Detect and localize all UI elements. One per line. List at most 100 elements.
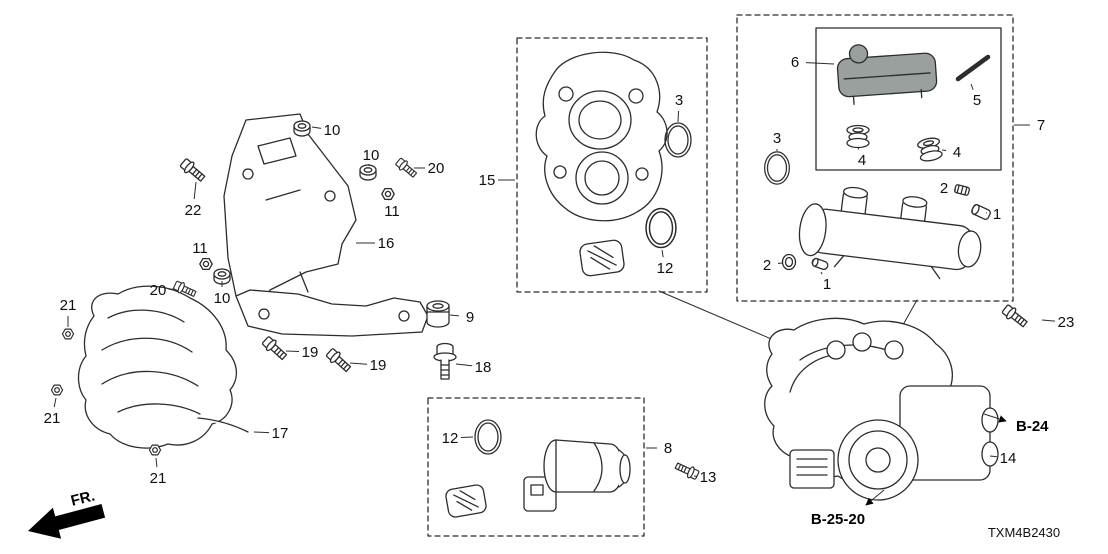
callout-leader-10-0: [311, 126, 322, 129]
nut-21-c: [148, 444, 162, 456]
callout-18-12: 18: [475, 359, 492, 376]
callout-leader-1-29: [820, 271, 823, 275]
callout-21-14: 21: [44, 410, 61, 427]
bolt-19-a: [260, 334, 290, 363]
mount-bracket-16: [223, 113, 429, 337]
callout-11-4: 11: [384, 203, 400, 220]
callout-5-21: 5: [973, 92, 981, 109]
pin-5: [955, 54, 991, 82]
grommet-10-b: [359, 164, 377, 181]
nut-11-b: [199, 257, 213, 271]
callout-2-26: 2: [940, 180, 948, 197]
callout-1-29: 1: [823, 276, 831, 293]
fr-label: FR.: [69, 487, 97, 509]
piston-1-lower: [811, 257, 829, 271]
callout-7-24: 7: [1037, 117, 1045, 134]
grommet-10-a: [293, 120, 311, 137]
plug-2-right: [954, 184, 970, 196]
callout-leader-3-18: [677, 110, 679, 123]
callout-leader-4-22: [857, 146, 860, 150]
callout-leader-17-15: [253, 431, 270, 434]
callout-12-19: 12: [657, 260, 674, 277]
callout-10-8: 10: [214, 290, 231, 307]
callout-22-1: 22: [185, 202, 202, 219]
callout-21-16: 21: [150, 470, 167, 487]
callout-10-2: 10: [363, 147, 380, 164]
callout-14-31: 14: [1000, 450, 1017, 467]
o-ring-12-b: [474, 419, 502, 455]
callout-2-28: 2: [763, 257, 771, 274]
callout-19-10: 19: [302, 344, 319, 361]
modulator-assembly-14: [764, 317, 999, 501]
callout-leader-5-21: [970, 83, 974, 90]
callout-3-25: 3: [773, 130, 781, 147]
bolt-23: [1000, 302, 1030, 330]
callout-19-11: 19: [370, 357, 387, 374]
callout-16-5: 16: [378, 235, 395, 252]
ref-b2520-arrow-icon: [865, 489, 885, 506]
bolt-19-b: [324, 346, 354, 375]
callout-15-17: 15: [479, 172, 496, 189]
valve-1-right: [971, 204, 991, 220]
callout-leader-21-14: [53, 397, 57, 408]
callout-8-32: 8: [664, 440, 672, 457]
leader-housing-to-modulator: [658, 290, 777, 342]
callout-leader-18-12: [455, 363, 473, 367]
callout-1-27: 1: [993, 206, 1001, 223]
master-cylinder: [798, 186, 982, 280]
diagram-code: TXM4B2430: [988, 525, 1060, 540]
callout-17-15: 17: [272, 425, 289, 442]
callout-leader-19-10: [285, 350, 300, 353]
callout-leader-14-31: [989, 455, 998, 458]
callout-20-3: 20: [428, 160, 445, 177]
callout-10-0: 10: [324, 122, 341, 139]
callout-leader-21-16: [155, 457, 158, 468]
ref-b24-arrow-icon: [983, 413, 1007, 423]
fr-direction-arrow-icon: FR.: [28, 487, 106, 539]
callout-leader-12-19: [661, 249, 664, 258]
grommet-4-a: [846, 124, 870, 149]
callout-leader-19-11: [349, 362, 368, 365]
callout-leader-23-30: [1041, 319, 1056, 322]
cover-17: [77, 285, 249, 449]
o-ring-3-b: [764, 151, 790, 185]
callout-leader-22-1: [193, 181, 197, 200]
callout-leader-2-28: [777, 262, 783, 265]
nut-21-a: [61, 328, 75, 340]
callout-23-30: 23: [1058, 314, 1075, 331]
joint-bolt-18: [433, 342, 457, 380]
reservoir-inner-box: [815, 27, 1002, 171]
callout-13-34: 13: [700, 469, 717, 486]
o-ring-12-a: [645, 207, 677, 249]
pump-motor-8: [445, 439, 631, 518]
bushing-9: [426, 300, 450, 328]
callout-6-20: 6: [791, 54, 799, 71]
grommet-4-b: [916, 135, 944, 164]
reservoir-tank-6: [836, 44, 938, 105]
callout-20-7: 20: [150, 282, 167, 299]
callout-3-18: 3: [675, 92, 683, 109]
callout-4-22: 4: [858, 152, 866, 169]
o-ring-3-a: [664, 122, 692, 158]
callout-4-23: 4: [953, 144, 961, 161]
callout-leader-9-9: [449, 314, 460, 317]
callout-leader-4-23: [941, 149, 947, 152]
callout-21-13: 21: [60, 297, 77, 314]
callout-11-6: 11: [192, 240, 208, 257]
callout-12-33: 12: [442, 430, 459, 447]
group-box-7: [736, 14, 1014, 302]
plug-2-lower: [781, 253, 797, 271]
callout-leader-6-20: [805, 62, 835, 65]
ref-b24-label: B-24: [1016, 418, 1049, 435]
nut-11-a: [381, 187, 395, 201]
nut-21-b: [50, 384, 64, 396]
callout-leader-12-33: [460, 436, 474, 439]
callout-9-9: 9: [466, 309, 474, 326]
group-box-15: [516, 37, 708, 293]
bolt-22: [178, 156, 208, 185]
bolt-13: [673, 459, 701, 482]
ref-b2520-label: B-25-20: [811, 511, 865, 528]
